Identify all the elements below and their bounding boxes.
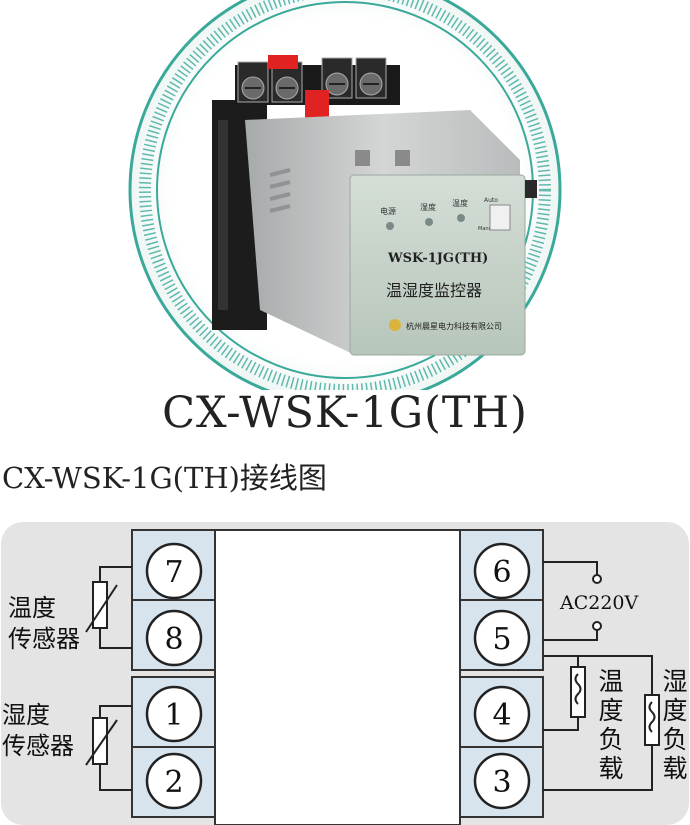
temperature-load-label-char3: 负	[598, 725, 623, 754]
product-photo: 电源 湿度 温度 Auto Manual WSK-1JG(TH) 温湿度监控器 …	[128, 0, 562, 390]
wiring-diagram-title: CX-WSK-1G(TH)接线图	[2, 461, 327, 495]
temperature-sensor-wiring	[85, 566, 132, 649]
temperature-sensor-label-line1: 温度	[8, 594, 56, 622]
indicator-label-temperature: 温度	[452, 198, 468, 208]
humidity-load-label-char4: 载	[662, 754, 687, 783]
indicator-label-humidity: 湿度	[420, 202, 436, 212]
temperature-load-label-char2: 度	[598, 696, 623, 725]
terminal-4-label: 4	[492, 698, 511, 733]
power-label: AC220V	[559, 592, 639, 614]
terminal-2-label: 2	[164, 765, 183, 800]
terminal-5	[473, 609, 531, 667]
humidity-load-label-char1: 湿	[662, 667, 687, 696]
terminal-6	[473, 542, 531, 600]
temperature-load-label-char1: 温	[598, 667, 623, 696]
terminal-2	[145, 752, 203, 810]
panel-model-label: WSK-1JG(TH)	[387, 251, 488, 266]
humidity-sensor-label-line1: 湿度	[2, 701, 50, 729]
terminal-8-label: 8	[164, 622, 183, 657]
switch-label-auto: Auto	[484, 197, 498, 204]
humidity-sensor-label-line2: 传感器	[2, 732, 74, 760]
terminal-7-label: 7	[164, 555, 183, 590]
temperature-load-label-char4: 载	[598, 754, 623, 783]
terminal-3-label: 3	[492, 765, 511, 800]
wiring-diagram: 7 8 1 2 6 5 4 3 温度 传感器 湿度 传感器 AC220V	[1, 522, 689, 825]
front-panel: 电源 湿度 温度 Auto Manual WSK-1JG(TH) 温湿度监控器 …	[349, 174, 537, 356]
panel-company-name: 杭州晨星电力科技有限公司	[406, 321, 502, 331]
panel-product-name: 温湿度监控器	[386, 281, 482, 300]
terminal-1-label: 1	[164, 698, 183, 733]
terminal-4	[473, 685, 531, 743]
terminal-3	[473, 752, 531, 810]
terminal-8	[145, 609, 203, 667]
model-title: CX-WSK-1G(TH)	[162, 388, 528, 438]
humidity-load-label-char2: 度	[662, 696, 687, 725]
temperature-sensor-label-line2: 传感器	[8, 625, 80, 653]
load-wiring	[543, 655, 660, 791]
switch-label-manual: Manual	[478, 226, 496, 232]
terminal-7	[145, 542, 203, 600]
humidity-load-label-char3: 负	[662, 725, 687, 754]
terminal-1	[145, 685, 203, 743]
power-led-icon	[386, 222, 394, 230]
mode-switch-icon	[489, 204, 511, 231]
terminal-5-label: 5	[492, 622, 511, 657]
indicator-label-power: 电源	[380, 206, 396, 216]
humidity-sensor-wiring	[85, 705, 132, 791]
humidity-led-icon	[425, 218, 433, 226]
power-wiring	[543, 561, 602, 641]
temperature-led-icon	[457, 214, 465, 222]
company-logo-icon	[389, 319, 401, 331]
relay-box	[214, 529, 461, 825]
terminal-6-label: 6	[492, 555, 511, 590]
